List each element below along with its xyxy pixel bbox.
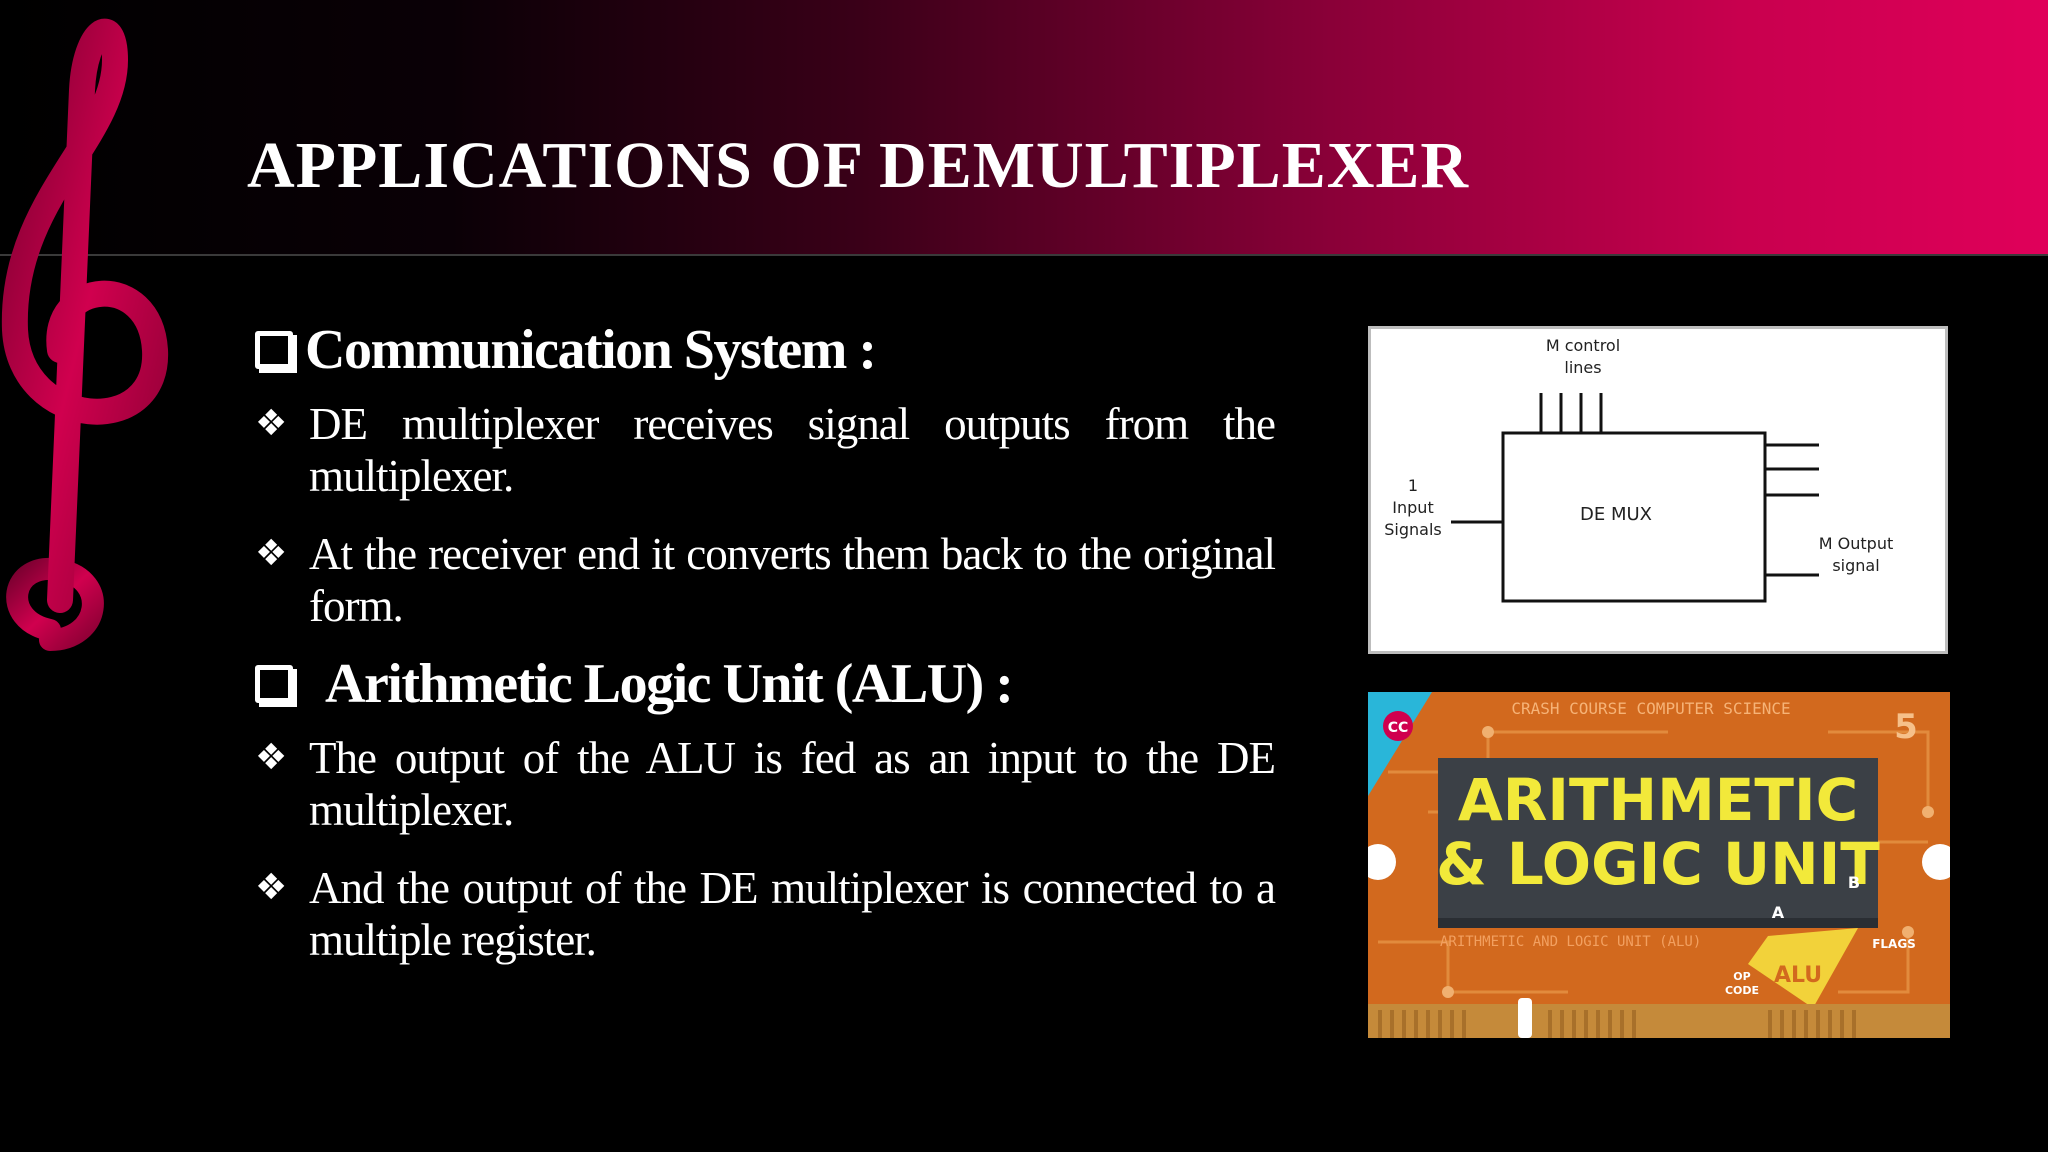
diamond-bullet-icon: ❖ (255, 737, 288, 778)
title-banner (0, 0, 2048, 254)
diamond-bullet-icon: ❖ (255, 867, 288, 908)
output-label: signal (1832, 556, 1879, 575)
bullet-text: DE multiplexer receives signal outputs f… (309, 399, 1276, 501)
checkbox-bullet-icon (255, 331, 297, 373)
series-header: CRASH COURSE COMPUTER SCIENCE (1511, 699, 1790, 718)
cc-logo: CC (1388, 720, 1409, 736)
bullet-text: And the output of the DE multiplexer is … (309, 863, 1276, 965)
title-arithmetic: ARITHMETIC (1458, 766, 1858, 834)
alu-subtitle: ARITHMETIC AND LOGIC UNIT (ALU) (1440, 934, 1701, 950)
title-logic-unit: & LOGIC UNIT (1436, 830, 1880, 898)
input-label: Input (1392, 498, 1433, 517)
alu-thumbnail-image: CC CRASH COURSE COMPUTER SCIENCE 5 ARITH… (1368, 692, 1950, 1038)
input-label: Signals (1384, 520, 1441, 539)
episode-number: 5 (1894, 707, 1918, 747)
input-label: 1 (1408, 476, 1418, 495)
control-lines-label: M control (1546, 336, 1620, 355)
alu-chip-label: ALU (1774, 963, 1822, 988)
checkbox-bullet-icon (255, 665, 297, 707)
section-heading-communication: Communication System : (255, 318, 1275, 382)
bullet-text: At the receiver end it converts them bac… (309, 529, 1276, 631)
bullet-text: The output of the ALU is fed as an input… (309, 733, 1276, 835)
banner-divider (0, 254, 2048, 256)
demux-diagram: M control lines 1 Input Signals DE MUX M… (1368, 326, 1948, 654)
section-heading-alu: Arithmetic Logic Unit (ALU) : (255, 652, 1275, 716)
bullet-item: ❖ DE multiplexer receives signal outputs… (255, 398, 1276, 502)
demux-box-label: DE MUX (1580, 504, 1652, 525)
section-heading-label: Arithmetic Logic Unit (ALU) : (325, 653, 1014, 715)
demux-box (1501, 431, 1767, 603)
input-b-label: B (1848, 873, 1860, 892)
flags-label: FLAGS (1872, 937, 1916, 951)
treble-clef-icon (1, 19, 169, 651)
input-a-label: A (1772, 903, 1785, 922)
diamond-bullet-icon: ❖ (255, 533, 288, 574)
bullet-item: ❖ The output of the ALU is fed as an inp… (255, 732, 1276, 836)
opcode-label: CODE (1725, 984, 1759, 997)
slide-content: Communication System : ❖ DE multiplexer … (255, 318, 1276, 966)
output-label: M Output (1819, 534, 1893, 553)
section-heading-label: Communication System : (305, 319, 877, 381)
control-lines-label: lines (1564, 358, 1601, 377)
slide-title: APPLICATIONS OF DEMULTIPLEXER (247, 129, 1470, 202)
opcode-label: OP (1733, 970, 1750, 983)
bullet-item: ❖ And the output of the DE multiplexer i… (255, 862, 1276, 966)
diamond-bullet-icon: ❖ (255, 403, 288, 444)
bullet-item: ❖ At the receiver end it converts them b… (255, 528, 1276, 632)
